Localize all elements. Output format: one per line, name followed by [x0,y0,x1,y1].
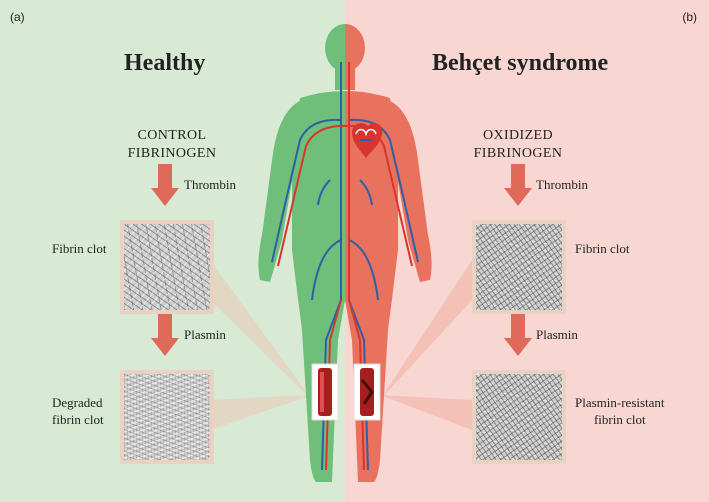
down-arrow-icon [151,314,179,356]
plasmin-label-left: Plasmin [184,327,226,342]
oxidized-fibrinogen-line1: OXIDIZED [482,128,554,143]
down-arrow-icon [504,314,532,356]
fibrin-clot-label-right: Fibrin clot [575,241,630,256]
plasmin-resistant-label: Plasmin-resistant fibrin clot [575,394,665,428]
healthy-title: Healthy [124,50,206,76]
fibrin-clot-micrograph-right [472,220,566,314]
plasmin-resistant-line1: Plasmin-resistant [575,395,665,410]
plasmin-resistant-line2: fibrin clot [593,412,646,427]
fibrin-clot-micrograph-left [120,220,214,314]
thrombin-label-left: Thrombin [184,177,236,192]
panel-b-letter: (b) [682,10,697,24]
heart-icon [352,123,383,158]
plasmin-label-right: Plasmin [536,327,578,342]
degraded-clot-line2: fibrin clot [52,412,104,427]
oxidized-fibrinogen-line2: FIBRINOGEN [473,146,563,161]
zoom-wedge-left-bottom [210,395,312,430]
panel-a-letter: (a) [10,10,25,24]
oxidized-fibrinogen-label: OXIDIZED FIBRINOGEN [470,127,566,163]
thrombin-label-right: Thrombin [536,177,588,192]
degraded-clot-label: Degraded fibrin clot [52,394,104,428]
down-arrow-icon [504,164,532,206]
control-fibrinogen-line1: CONTROL [137,128,207,143]
degraded-clot-micrograph [120,370,214,464]
behcet-title: Behçet syndrome [432,50,609,76]
plasmin-resistant-clot-micrograph [472,370,566,464]
fibrin-clot-label-left: Fibrin clot [52,241,107,256]
vessel-inset-behcet [353,363,381,421]
control-fibrinogen-label: CONTROL FIBRINOGEN [124,127,220,163]
zoom-wedge-left-top [210,260,312,400]
zoom-wedge-right-bottom [380,395,472,430]
control-fibrinogen-line2: FIBRINOGEN [127,146,217,161]
degraded-clot-line1: Degraded [52,395,103,410]
zoom-wedge-right-top [380,260,472,400]
down-arrow-icon [151,164,179,206]
vessel-inset-healthy [311,363,339,421]
behcet-body-half [345,24,432,482]
